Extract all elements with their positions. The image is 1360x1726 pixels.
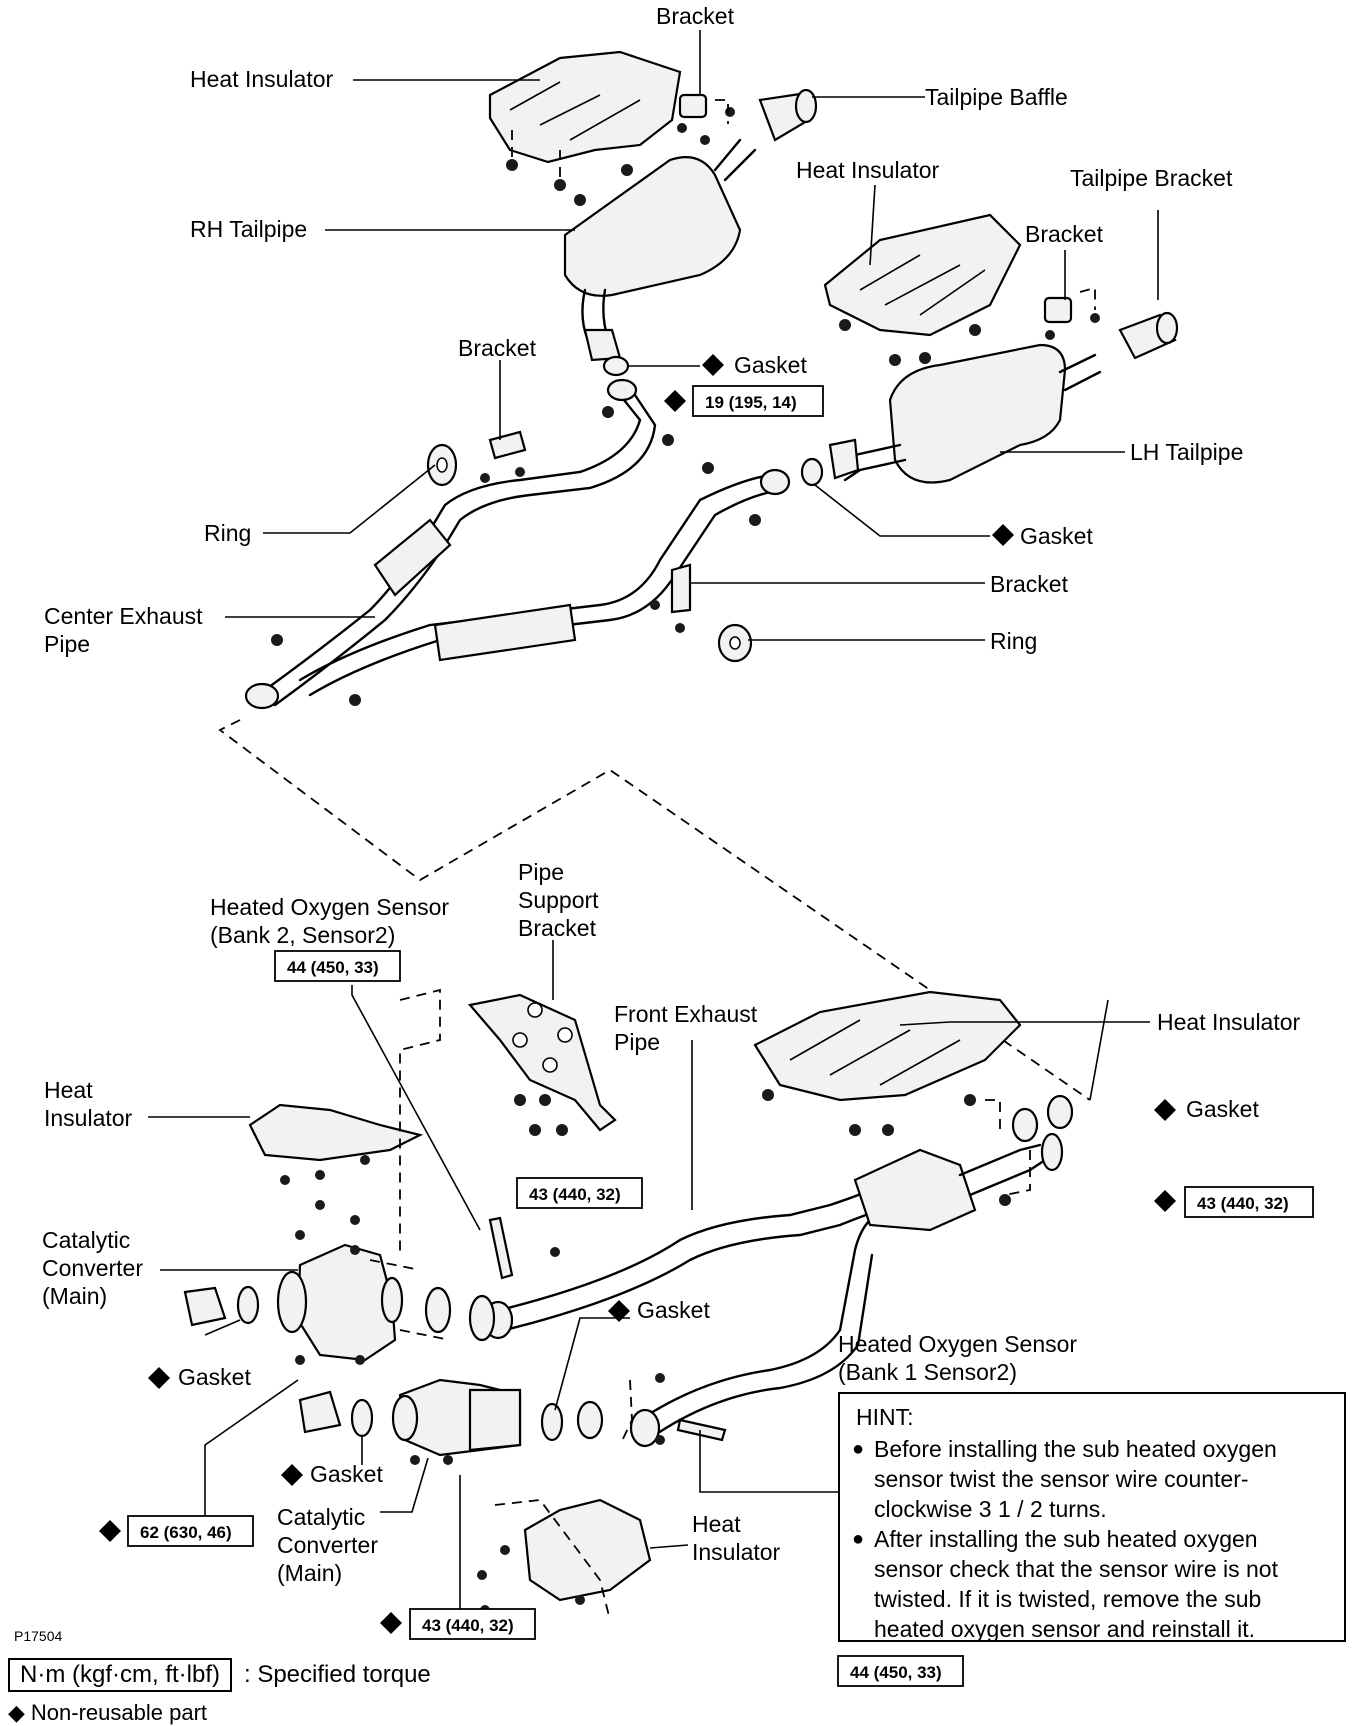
- label-bracket-right: Bracket: [1025, 221, 1104, 247]
- figure-code: P17504: [14, 1628, 63, 1644]
- bracket-right: [1043, 286, 1100, 340]
- label-gasket-left: Gasket: [178, 1364, 251, 1390]
- label-heat-insulator-left-1: Heat: [44, 1077, 93, 1103]
- label-heat-insulator-bottom-1: Heat: [692, 1511, 741, 1537]
- black-diamond-icon: [99, 354, 1176, 1634]
- hint-item-1: ● Before installing the sub heated oxyge…: [852, 1434, 1332, 1524]
- lh-tailpipe: [828, 343, 1102, 484]
- label-hos-b1-1: Heated Oxygen Sensor: [838, 1331, 1077, 1357]
- label-cat-conv-lower-1: Catalytic: [277, 1504, 365, 1530]
- label-cat-conv-upper-1: Catalytic: [42, 1227, 130, 1253]
- label-pipe-support-3: Bracket: [518, 915, 597, 941]
- label-hos-b1-2: (Bank 1 Sensor2): [838, 1359, 1017, 1385]
- label-center-exhaust-2: Pipe: [44, 631, 90, 657]
- tailpipe-baffle: [758, 88, 818, 142]
- label-heat-insulator-bottom-2: Insulator: [692, 1539, 781, 1565]
- label-front-exhaust-1: Front Exhaust: [614, 1001, 758, 1027]
- label-heat-insulator-front: Heat Insulator: [1157, 1009, 1301, 1035]
- label-bracket-lower: Bracket: [990, 571, 1069, 597]
- hint-title: HINT:: [856, 1404, 914, 1430]
- torque-43-support: 43 (440, 32): [529, 1185, 621, 1204]
- front-right-gasket-shape: [985, 1094, 1074, 1206]
- label-ring-left: Ring: [204, 520, 251, 546]
- heat-insulator-bottom: [477, 1498, 652, 1621]
- hint-item-text: Before installing the sub heated oxygen …: [874, 1436, 1277, 1522]
- hint-item-text: After installing the sub heated oxygen s…: [874, 1526, 1278, 1642]
- label-pipe-support-2: Support: [518, 887, 599, 913]
- legend-torque-text: : Specified torque: [243, 1661, 431, 1688]
- torque-boxes: 19 (195, 14) 44 (450, 33) 43 (440, 32) 4…: [127, 385, 1314, 1687]
- leader-lines: [148, 30, 1159, 1610]
- tailpipe-bracket: [1118, 311, 1179, 360]
- heat-insulator-mid: [823, 213, 1022, 366]
- label-gasket-lh: Gasket: [1020, 523, 1093, 549]
- label-rh-tailpipe: RH Tailpipe: [190, 216, 307, 242]
- label-lh-tailpipe: LH Tailpipe: [1130, 439, 1243, 465]
- bracket-top: [677, 93, 735, 145]
- label-center-exhaust-1: Center Exhaust: [44, 603, 203, 629]
- catalytic-converter-upper: [276, 988, 496, 1365]
- torque-44-b2: 44 (450, 33): [287, 958, 379, 977]
- rh-tailpipe: [563, 138, 757, 362]
- gasket-lh-shape: [800, 457, 824, 487]
- label-tailpipe-bracket: Tailpipe Bracket: [1070, 165, 1233, 191]
- pipe-support-bracket: [467, 993, 617, 1136]
- label-cat-conv-upper-2: Converter: [42, 1255, 143, 1281]
- label-gasket-bottom: Gasket: [310, 1461, 383, 1487]
- connector-dash: [218, 719, 1091, 1101]
- legend: N·m (kgf·cm, ft·lbf) : Specified torque: [8, 1658, 431, 1692]
- front-exhaust-pipe: [482, 1132, 1064, 1448]
- torque-19: 19 (195, 14): [705, 393, 797, 412]
- bracket-lower: [650, 563, 692, 633]
- label-hos-b2-1: Heated Oxygen Sensor: [210, 894, 449, 920]
- label-gasket-front-right: Gasket: [1186, 1096, 1259, 1122]
- torque-43-right: 43 (440, 32): [1197, 1194, 1289, 1213]
- hint-item-2: ● After installing the sub heated oxygen…: [852, 1524, 1332, 1644]
- black-diamond-icon: ◆: [8, 1700, 25, 1725]
- label-gasket-center: Gasket: [637, 1297, 710, 1323]
- heat-insulator-front: [753, 990, 1022, 1136]
- label-gasket-upper: Gasket: [734, 352, 807, 378]
- ring-left: [426, 443, 458, 487]
- legend-nonreusable: ◆ Non-reusable part: [8, 1700, 207, 1726]
- black-circle-icon: ●: [852, 1438, 865, 1460]
- oxygen-sensor-bank1: [676, 1418, 727, 1442]
- label-front-exhaust-2: Pipe: [614, 1029, 660, 1055]
- label-bracket-top: Bracket: [656, 3, 735, 29]
- label-cat-conv-lower-2: Converter: [277, 1532, 378, 1558]
- legend-nonreusable-text: Non-reusable part: [30, 1700, 208, 1725]
- part-labels: Bracket Heat Insulator Tailpipe Baffle H…: [42, 3, 1301, 1586]
- label-pipe-support-1: Pipe: [518, 859, 564, 885]
- bracket-mid: [480, 430, 527, 483]
- label-cat-conv-upper-3: (Main): [42, 1283, 107, 1309]
- label-hos-b2-2: (Bank 2, Sensor2): [210, 922, 395, 948]
- torque-44-b1: 44 (450, 33): [850, 1663, 942, 1682]
- torque-43-bottom: 43 (440, 32): [422, 1616, 514, 1635]
- label-bracket-mid: Bracket: [458, 335, 537, 361]
- label-heat-insulator-left-2: Insulator: [44, 1105, 133, 1131]
- pipe-flange-left: [183, 1285, 374, 1438]
- label-cat-conv-lower-3: (Main): [277, 1560, 342, 1586]
- torque-62: 62 (630, 46): [140, 1523, 232, 1542]
- oxygen-sensor-bank2: [488, 1216, 560, 1280]
- label-ring-right: Ring: [990, 628, 1037, 654]
- gasket-upper-shape: [602, 355, 630, 377]
- label-heat-insulator-top: Heat Insulator: [190, 66, 334, 92]
- label-tailpipe-baffle: Tailpipe Baffle: [925, 84, 1068, 110]
- label-heat-insulator-mid: Heat Insulator: [796, 157, 940, 183]
- black-circle-icon: ●: [852, 1528, 865, 1550]
- ring-right: [717, 623, 753, 663]
- hint-box: HINT: ● Before installing the sub heated…: [838, 1392, 1346, 1642]
- center-exhaust-pipe: [244, 378, 791, 710]
- heat-insulator-left: [248, 1103, 424, 1210]
- catalytic-converter-lower: [391, 1373, 665, 1465]
- legend-torque-unit: N·m (kgf·cm, ft·lbf): [8, 1658, 232, 1692]
